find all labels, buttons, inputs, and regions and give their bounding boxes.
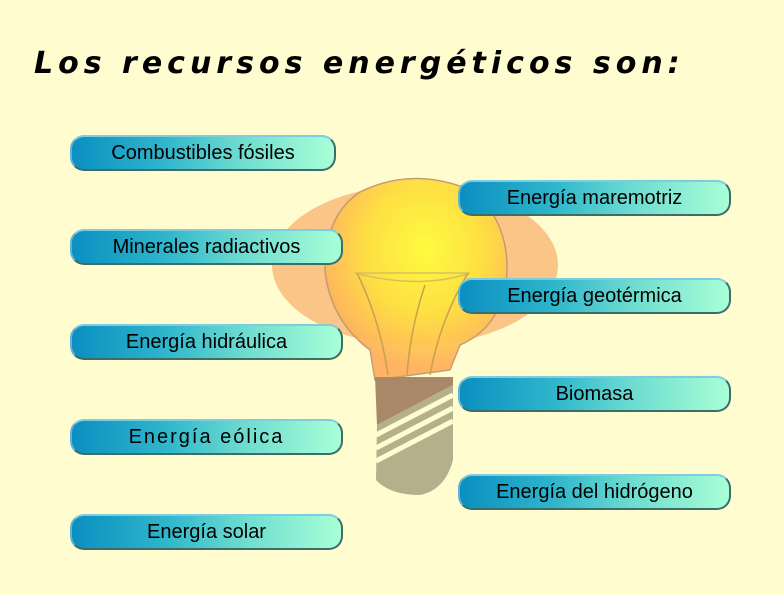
resource-minerales-radiactivos[interactable]: Minerales radiactivos	[70, 229, 343, 265]
resource-combustibles-fosiles[interactable]: Combustibles fósiles	[70, 135, 336, 171]
resource-energia-hidraulica[interactable]: Energía hidráulica	[70, 324, 343, 360]
light-bulb-icon	[272, 177, 558, 495]
resource-energia-maremotriz[interactable]: Energía maremotriz	[458, 180, 731, 216]
page-title: Los recursos energéticos son:	[34, 46, 685, 81]
resource-energia-eolica[interactable]: Energía eólica	[70, 419, 343, 455]
resource-energia-solar[interactable]: Energía solar	[70, 514, 343, 550]
resource-biomasa[interactable]: Biomasa	[458, 376, 731, 412]
resource-energia-hidrogeno[interactable]: Energía del hidrógeno	[458, 474, 731, 510]
resource-energia-geotermica[interactable]: Energía geotérmica	[458, 278, 731, 314]
